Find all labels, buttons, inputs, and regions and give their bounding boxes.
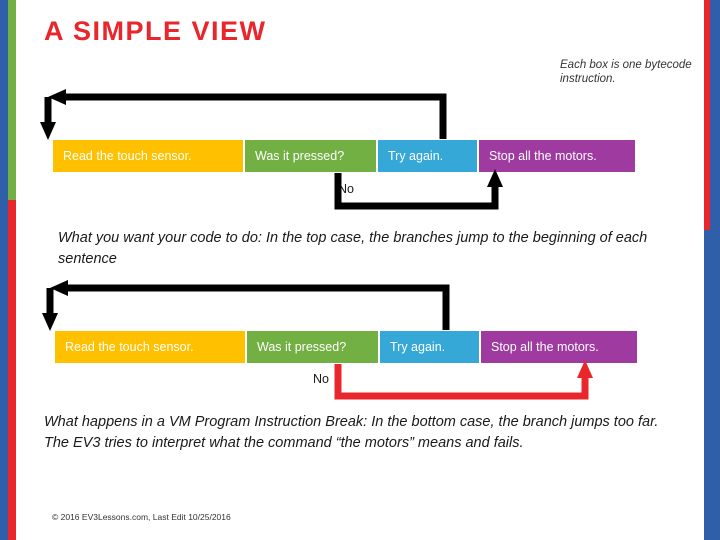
bottom-flow-box-read-touch-sensor[interactable]: Read the touch sensor.	[54, 330, 246, 364]
page-title: A SIMPLE VIEW	[44, 16, 267, 46]
left-edge-red-bar	[8, 200, 16, 540]
top-flow-box-try-again[interactable]: Try again.	[377, 139, 478, 173]
bottom-flow-row: Read the touch sensor. Was it pressed? T…	[54, 330, 638, 364]
left-edge-green-bar	[8, 0, 16, 200]
top-flow-box-was-it-pressed[interactable]: Was it pressed?	[244, 139, 377, 173]
right-edge-blue-accent-bar	[704, 230, 710, 540]
right-edge-blue-bar	[710, 0, 720, 540]
top-flow-loop-arrow	[40, 89, 447, 140]
left-edge-blue-bar	[0, 0, 8, 540]
bottom-flow-loop-arrow	[42, 280, 450, 331]
top-flow-no-label: No	[338, 182, 354, 196]
top-flow-box-stop-all-motors[interactable]: Stop all the motors.	[478, 139, 636, 173]
top-flow-box-read-touch-sensor[interactable]: Read the touch sensor.	[52, 139, 244, 173]
paragraph-top-case: What you want your code to do: In the to…	[58, 230, 648, 268]
bottom-flow-box-was-it-pressed[interactable]: Was it pressed?	[246, 330, 379, 364]
top-flow-no-branch-arrow	[334, 169, 503, 210]
bottom-flow-no-label: No	[313, 372, 329, 386]
right-edge-red-bar	[704, 0, 710, 230]
paragraph-bottom-case: What happens in a VM Program Instruction…	[44, 414, 659, 452]
bottom-flow-box-stop-all-motors[interactable]: Stop all the motors.	[480, 330, 638, 364]
side-note-text: Each box is one bytecode instruction.	[560, 59, 692, 86]
top-flow-row: Read the touch sensor. Was it pressed? T…	[52, 139, 636, 173]
bottom-flow-box-try-again[interactable]: Try again.	[379, 330, 480, 364]
footer-copyright: © 2016 EV3Lessons.com, Last Edit 10/25/2…	[52, 512, 231, 522]
bottom-flow-no-branch-arrow-red	[334, 360, 593, 400]
